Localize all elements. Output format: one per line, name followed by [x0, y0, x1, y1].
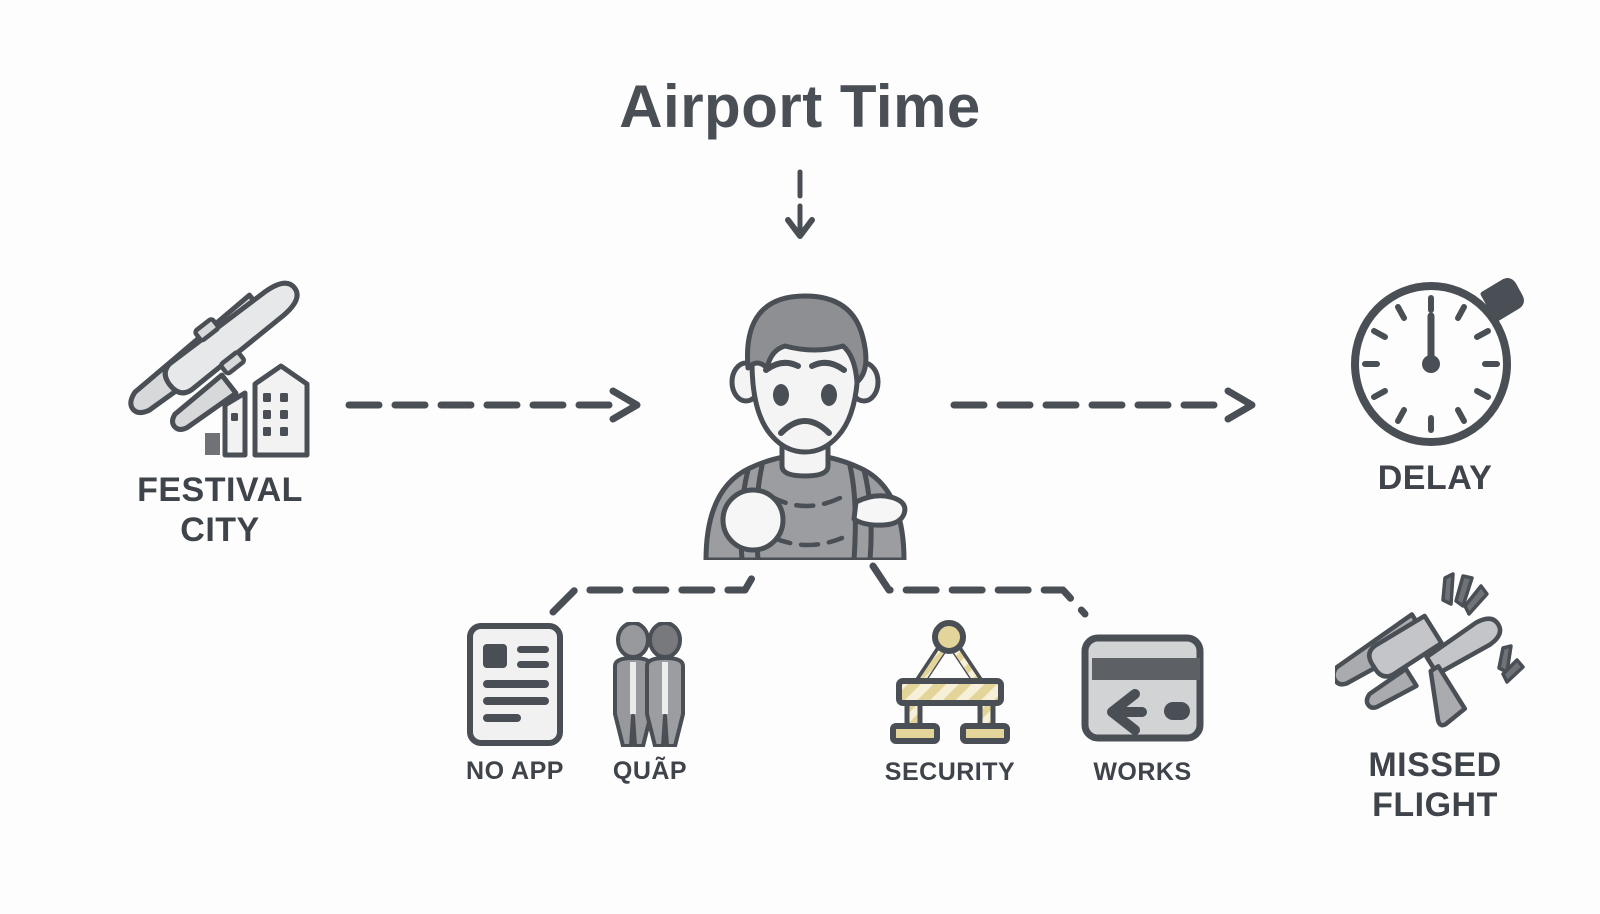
- node-no-app[interactable]: NO APP: [440, 622, 590, 787]
- node-queue[interactable]: QUÃP: [585, 622, 715, 787]
- node-label-missed-flight: MISSED FLIGHT: [1368, 746, 1502, 825]
- barricade-icon: [885, 618, 1015, 748]
- node-label-festival-city: FESTIVAL CITY: [137, 471, 303, 550]
- node-label-works: WORKS: [1093, 758, 1192, 786]
- broken-plane-icon: [1335, 570, 1535, 735]
- worried-traveler-icon: [678, 270, 933, 560]
- payment-card-icon: [1080, 628, 1205, 748]
- node-festival-city[interactable]: FESTIVAL CITY: [95, 265, 345, 550]
- node-traveler[interactable]: [675, 270, 935, 570]
- stopwatch-icon: [1343, 268, 1528, 448]
- two-people-queue-icon: [595, 622, 705, 747]
- page-title: Airport Time: [619, 73, 981, 140]
- node-label-queue: QUÃP: [612, 757, 688, 785]
- node-security[interactable]: SECURITY: [880, 618, 1020, 788]
- node-works[interactable]: WORKS: [1075, 628, 1210, 788]
- arrow-start-to-center: [345, 387, 641, 423]
- node-delay[interactable]: DELAY: [1320, 268, 1550, 498]
- node-missed-flight[interactable]: MISSED FLIGHT: [1320, 570, 1550, 825]
- airplane-city-icon: [105, 265, 335, 460]
- arrow-center-to-outcome: [950, 387, 1256, 423]
- node-label-delay: DELAY: [1377, 459, 1493, 497]
- document-form-icon: [465, 622, 565, 747]
- node-label-no-app: NO APP: [466, 757, 564, 785]
- title-down-arrow: [785, 169, 815, 239]
- node-label-security: SECURITY: [884, 758, 1016, 786]
